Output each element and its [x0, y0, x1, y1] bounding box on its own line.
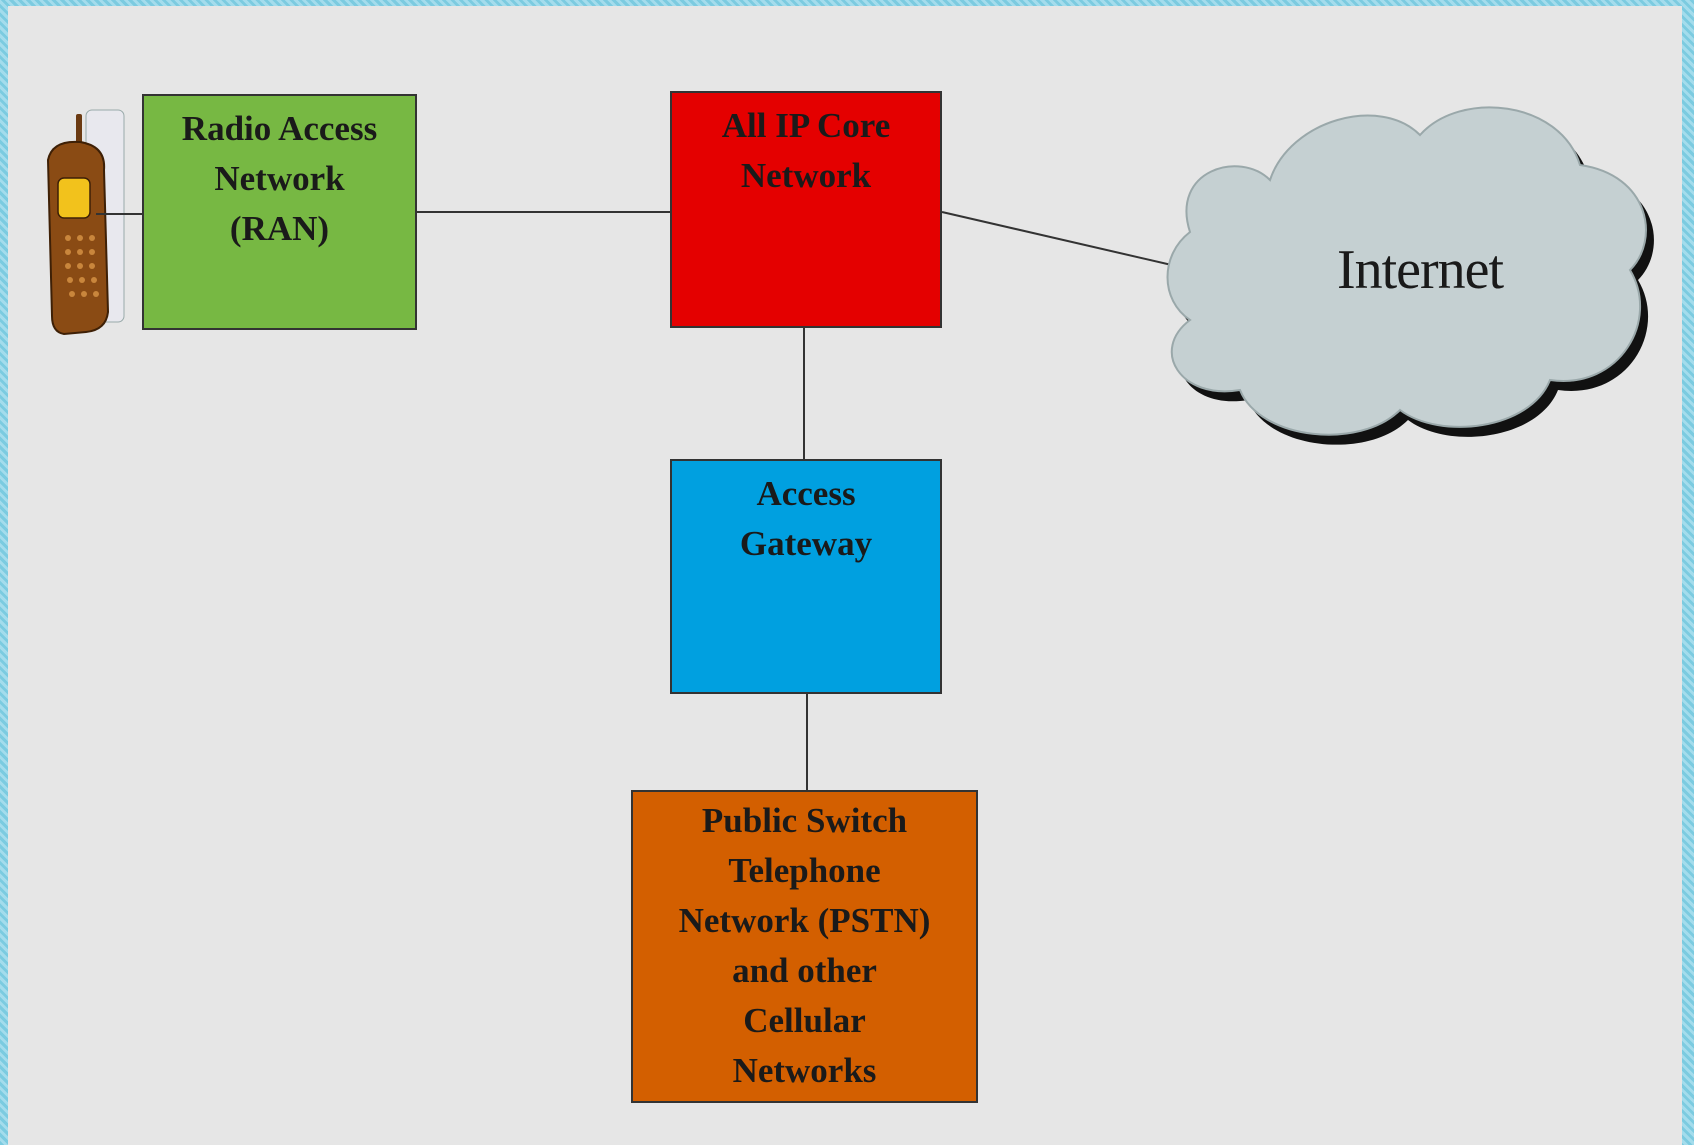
- radio-access-network-box: Radio Access Network (RAN): [142, 94, 417, 330]
- link-core-internet: [941, 211, 1177, 267]
- mobile-phone-icon: [46, 109, 125, 336]
- all-ip-core-network-box: All IP Core Network: [670, 91, 942, 328]
- radio-access-network-label: Radio Access Network (RAN): [181, 109, 378, 248]
- pstn-label: Public Switch Telephone Network (PSTN) a…: [678, 801, 931, 1090]
- pstn-box: Public Switch Telephone Network (PSTN) a…: [631, 790, 978, 1103]
- all-ip-core-network-label: All IP Core Network: [721, 106, 891, 195]
- cloud-icon: [1166, 106, 1654, 445]
- access-gateway-box: Access Gateway: [670, 459, 942, 694]
- access-gateway-label: Access Gateway: [739, 474, 873, 563]
- internet-label: Internet: [1336, 239, 1504, 301]
